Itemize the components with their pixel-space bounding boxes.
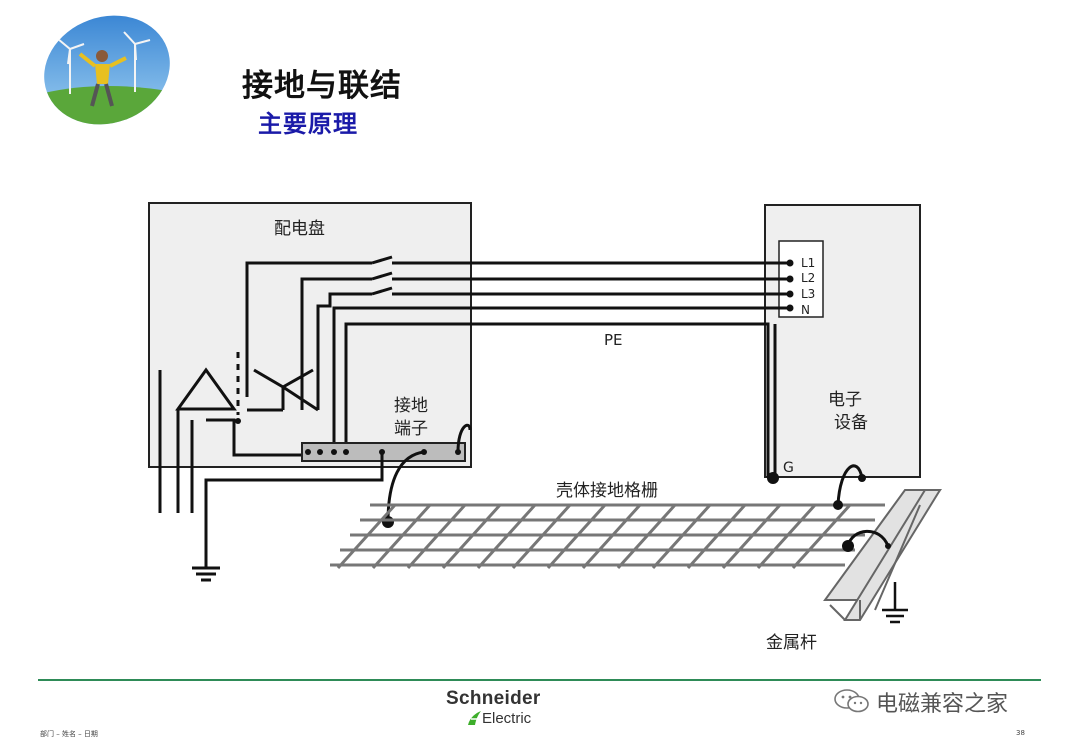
brand-name: Schneider — [446, 688, 541, 709]
metal-rod — [823, 489, 942, 621]
conductor-label-l3: L3 — [801, 287, 815, 301]
equipment-label-line2: 设备 — [834, 413, 868, 433]
brand-mark-icon — [468, 711, 481, 725]
schneider-electric-logo: Schneider Electric — [446, 688, 566, 732]
footer-divider — [38, 679, 1041, 681]
page-subtitle: 主要原理 — [258, 110, 358, 138]
conductor-label-l2: L2 — [801, 271, 815, 285]
brand-sub: Electric — [482, 710, 532, 727]
conductor-label-l1: L1 — [801, 256, 815, 270]
equipment-grid-bond — [836, 464, 864, 506]
terminal-jumper — [456, 423, 472, 453]
grid-bond-cable — [386, 450, 425, 523]
delta-winding — [158, 367, 310, 513]
terminal-label-line2: 端子 — [394, 419, 428, 439]
grid-label: 壳体接地格栅 — [556, 481, 658, 501]
conductor-terminal-dots — [786, 259, 794, 312]
wind-turbine-logo-image — [40, 14, 174, 126]
wye-winding — [247, 368, 319, 412]
phase-conductors — [245, 255, 790, 478]
equipment-label-line1: 电子 — [828, 390, 862, 410]
equipment-grid-node — [833, 500, 843, 510]
enclosure-ground-grid — [330, 503, 885, 570]
watermark-text: 电磁兼容之家 — [876, 692, 1009, 717]
equipment-grid-bond-node — [858, 474, 866, 482]
g-label: G — [783, 460, 794, 476]
rod-earth-ground — [882, 582, 908, 624]
distribution-panel-box — [148, 202, 472, 468]
footer-dept-name-date: 部门 – 姓名 – 日期 — [40, 730, 98, 738]
page-number: 38 — [1016, 729, 1025, 737]
panel-label: 配电盘 — [274, 219, 325, 239]
terminal-label-line1: 接地 — [394, 396, 428, 416]
rod-bond-node — [842, 540, 854, 552]
g-terminal-node — [767, 472, 779, 484]
wechat-icon — [834, 689, 869, 713]
conductor-label-n: N — [801, 303, 810, 317]
rod-bond-end — [885, 543, 891, 549]
pe-label: PE — [604, 331, 623, 349]
panel-earth-ground — [192, 452, 384, 582]
coupling-node — [235, 418, 241, 424]
rod-label: 金属杆 — [766, 633, 817, 653]
page-title: 接地与联结 — [242, 68, 402, 104]
